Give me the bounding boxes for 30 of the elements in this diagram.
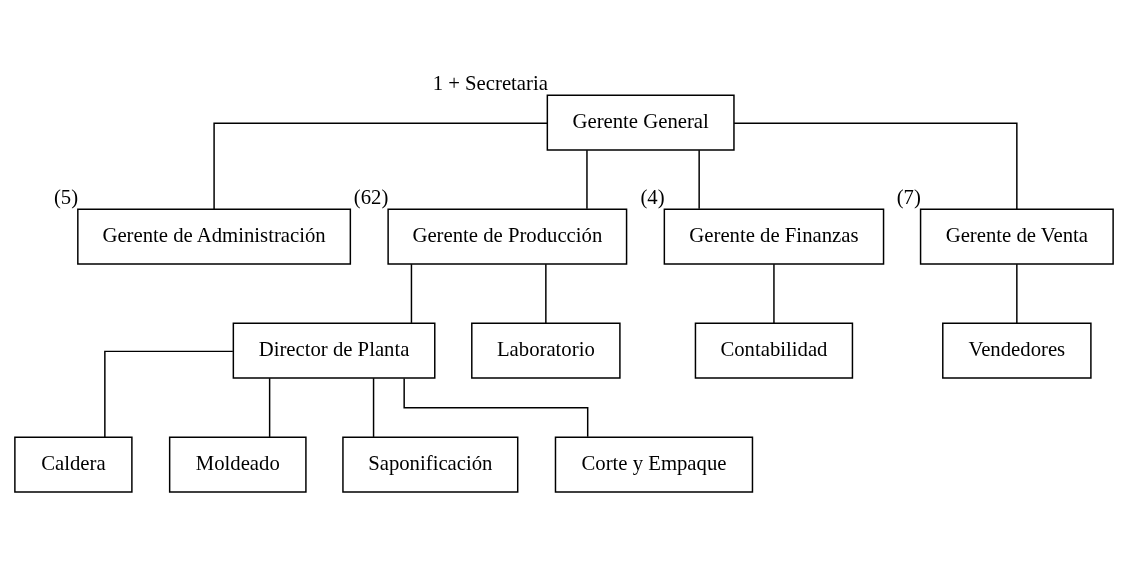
connector [586,148,588,210]
connector [372,377,375,438]
node-box: Moldeado [168,436,307,493]
connector [403,377,589,438]
connector [773,262,775,324]
node-box: Director de Planta [232,322,436,379]
connector [698,148,700,210]
node-label: 1 + Secretaria [432,71,548,94]
node-box: Corte y Empaque [554,436,754,493]
node-box: Caldera [14,436,133,493]
node-label: (7) [896,185,921,208]
connector [1016,262,1018,324]
node-box: Saponificación [342,436,519,493]
node-box: Vendedores [942,322,1092,379]
node-label: (4) [640,185,665,208]
connector [733,122,1018,210]
node-box: Gerente de Producción [387,207,628,265]
node-label: (62) [353,185,389,208]
node-box: Gerente de Administración [77,207,352,265]
connector [545,262,547,324]
connector [104,350,234,438]
node-box: Gerente General [546,93,735,151]
node-box: Gerente de Venta [919,207,1114,265]
node-box: Gerente de Finanzas [663,207,885,265]
node-label: (5) [53,185,79,208]
connector [410,262,413,324]
connector [213,122,548,210]
node-box: Contabilidad [694,322,854,379]
node-box: Laboratorio [471,322,621,379]
connector [268,377,271,438]
